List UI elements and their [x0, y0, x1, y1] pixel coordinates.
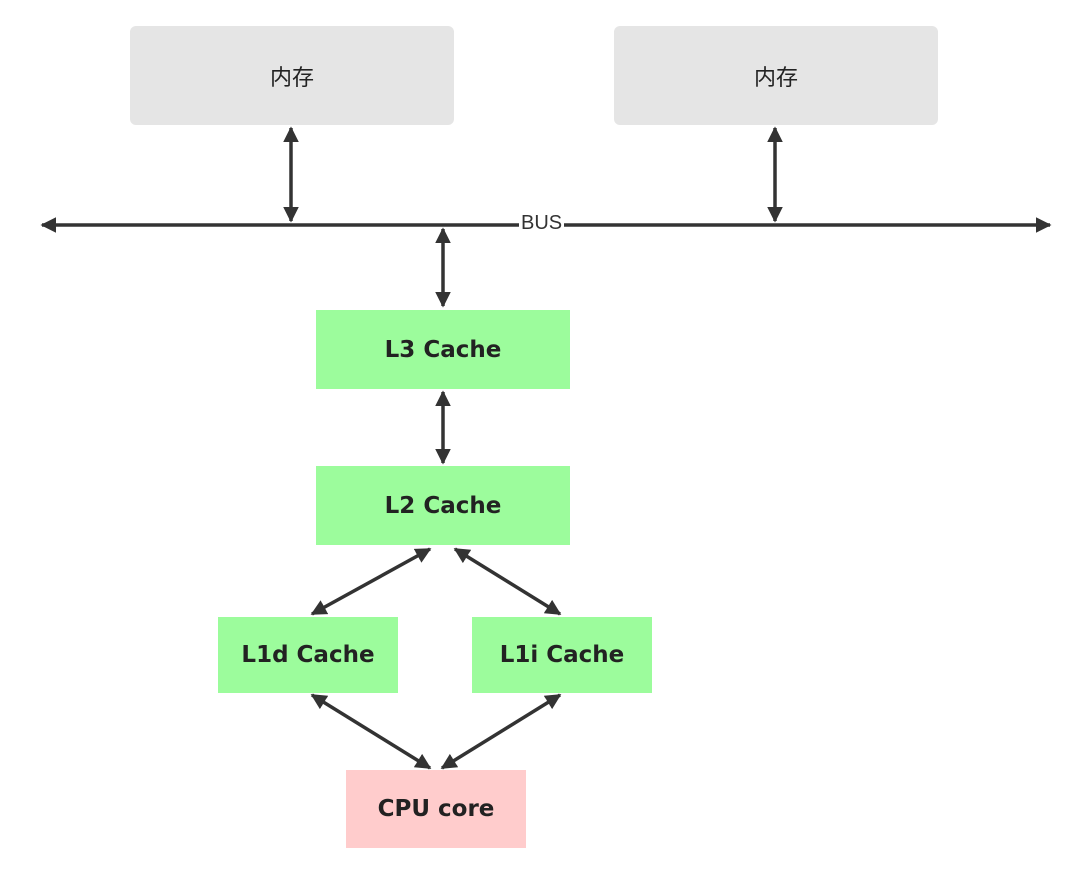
l1d-core-arrow: [310, 693, 432, 770]
memory-box-1: 内存: [130, 26, 454, 125]
l2-cache-box: L2 Cache: [316, 466, 570, 545]
l2-cache-label: L2 Cache: [384, 492, 502, 519]
l2-l1d-arrow: [310, 547, 432, 616]
l1d-cache-box: L1d Cache: [218, 617, 398, 693]
memory-label: 内存: [269, 65, 314, 91]
cpu-core-box: CPU core: [346, 770, 526, 848]
l1i-cache-label: L1i Cache: [499, 642, 625, 668]
l1d-cache-label: L1d Cache: [241, 642, 375, 668]
l3-cache-label: L3 Cache: [384, 336, 502, 363]
l3-cache-box: L3 Cache: [316, 310, 570, 389]
bus-label: BUS: [519, 212, 565, 235]
l1i-core-arrow: [440, 693, 562, 770]
l2-l1i-arrow: [453, 547, 562, 616]
memory-box-2: 内存: [614, 26, 938, 125]
cpu-core-label: CPU core: [377, 796, 495, 822]
memory-label: 内存: [753, 65, 798, 91]
l1i-cache-box: L1i Cache: [472, 617, 652, 693]
